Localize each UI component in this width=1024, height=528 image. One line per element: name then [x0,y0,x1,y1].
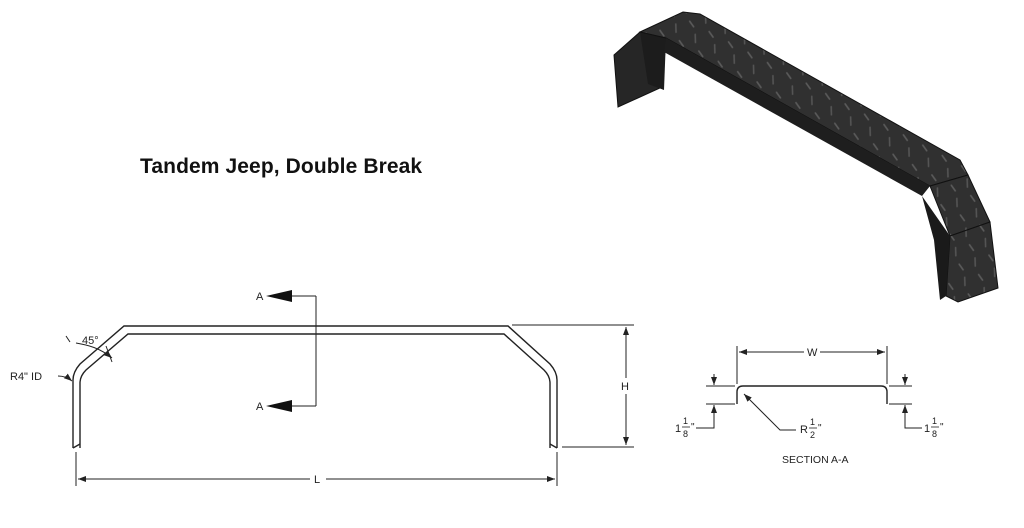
section-caption: SECTION A-A [782,454,849,466]
length-label: L [314,474,320,486]
bend-radius-leader [743,393,796,431]
render-front-face [664,38,930,196]
svg-text:8: 8 [932,429,937,439]
section-arrow-top [266,290,292,302]
render-left-leg-inner [640,32,666,90]
svg-text:1: 1 [810,417,815,427]
svg-text:1: 1 [675,423,681,435]
svg-text:1: 1 [932,416,937,426]
bend-radius-label: R 1 2 " [800,417,822,440]
svg-text:": " [691,422,695,433]
product-title: Tandem Jeep, Double Break [140,155,423,178]
render-right-leg-edge [922,196,950,300]
svg-text:8: 8 [683,429,688,439]
side-leg-right-end [549,443,558,449]
right-flange-leader [904,416,922,429]
side-profile-inner [79,333,551,448]
svg-text:R: R [800,424,808,436]
section-arrow-bottom [266,400,292,412]
height-label: H [621,381,629,393]
radius-label: R4" ID [10,371,42,383]
svg-text:1: 1 [924,423,930,435]
render-right-leg [945,221,999,303]
right-flange-label: 1 1 8 " [924,416,944,439]
radius-leader [57,373,73,382]
section-profile [736,385,888,404]
section-marker-bottom: A [256,401,264,413]
angle-tick [105,345,113,363]
side-profile-outer [72,325,558,448]
svg-text:2: 2 [810,430,815,440]
svg-text:": " [940,422,944,433]
section-view: W 1 1 8 " 1 1 8 " R 1 [675,344,944,466]
left-flange-label: 1 1 8 " [675,416,695,439]
angle-leader [65,335,112,358]
angle-label: 45° [82,335,99,347]
svg-text:1: 1 [683,416,688,426]
left-flange-leader [696,416,715,429]
section-marker-top: A [256,291,264,303]
fender-side-view: 45° R4" ID A A H L [10,290,634,487]
width-label: W [807,347,818,359]
svg-text:": " [818,423,822,434]
render-top-span [638,11,969,187]
side-leg-left-end [72,443,81,449]
fender-3d-render [613,11,999,303]
